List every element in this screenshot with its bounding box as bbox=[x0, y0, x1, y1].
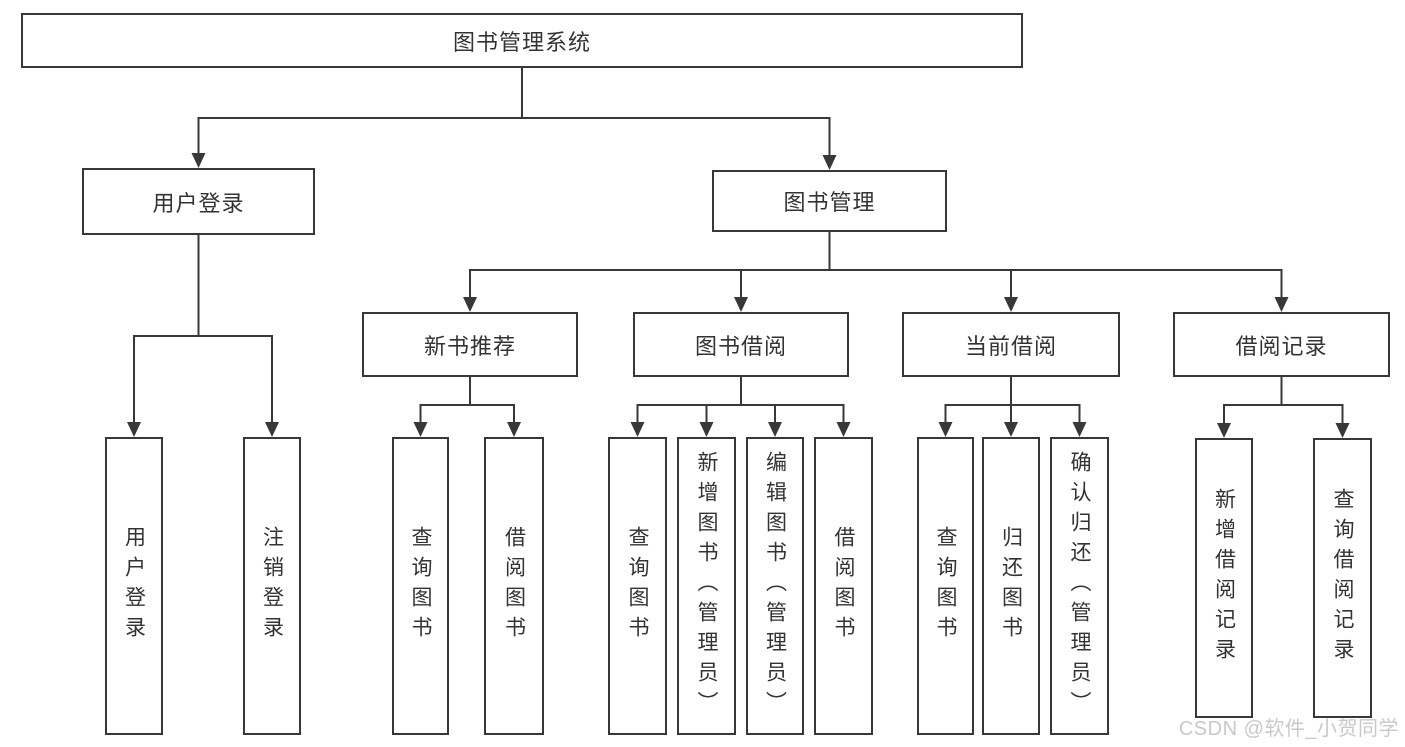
node-label: 新增借阅记录 bbox=[1212, 488, 1236, 668]
node-leaf-add-book: 新增图书（管理员） bbox=[677, 437, 736, 735]
node-book-borrow: 图书借阅 bbox=[633, 312, 849, 377]
node-label: 图书借阅 bbox=[694, 333, 787, 359]
node-leaf-borrow2: 借阅图书 bbox=[814, 437, 873, 735]
watermark: CSDN @软件_小贺同学 bbox=[1178, 718, 1399, 740]
node-root: 图书管理系统 bbox=[21, 13, 1023, 68]
node-label: 图书管理系统 bbox=[452, 29, 591, 55]
node-label: 查询图书 bbox=[409, 526, 432, 646]
node-leaf-return: 归还图书 bbox=[982, 437, 1040, 735]
node-leaf-borrow1: 借阅图书 bbox=[484, 437, 544, 735]
node-leaf-logout: 注销登录 bbox=[243, 437, 301, 735]
node-leaf-login: 用户登录 bbox=[105, 437, 163, 735]
node-label: 查询图书 bbox=[626, 526, 649, 646]
node-label: 查询借阅记录 bbox=[1331, 488, 1354, 668]
node-label: 注销登录 bbox=[260, 526, 284, 646]
node-current-borrow: 当前借阅 bbox=[902, 312, 1120, 377]
node-user-login: 用户登录 bbox=[82, 168, 315, 235]
node-label: 新书推荐 bbox=[423, 333, 516, 359]
node-label: 当前借阅 bbox=[964, 333, 1057, 359]
node-leaf-query1: 查询图书 bbox=[392, 437, 449, 735]
node-leaf-confirm: 确认归还（管理员） bbox=[1050, 437, 1109, 735]
node-label: 图书管理 bbox=[783, 190, 876, 215]
node-leaf-query-rec: 查询借阅记录 bbox=[1313, 438, 1372, 718]
node-label: 用户登录 bbox=[122, 526, 146, 646]
node-borrow-records: 借阅记录 bbox=[1173, 312, 1390, 377]
node-leaf-add-rec: 新增借阅记录 bbox=[1195, 438, 1253, 718]
node-label: 编辑图书（管理员） bbox=[763, 451, 787, 721]
node-new-book-rec: 新书推荐 bbox=[362, 312, 578, 377]
node-label: 查询图书 bbox=[934, 526, 957, 646]
node-label: 新增图书（管理员） bbox=[695, 451, 718, 721]
node-label: 确认归还（管理员） bbox=[1068, 451, 1091, 721]
node-leaf-edit-book: 编辑图书（管理员） bbox=[746, 437, 804, 735]
node-book-mgmt: 图书管理 bbox=[712, 170, 947, 232]
node-label: 借阅图书 bbox=[502, 526, 526, 646]
node-leaf-query3: 查询图书 bbox=[917, 437, 974, 735]
node-label: 借阅图书 bbox=[832, 526, 855, 646]
node-label: 用户登录 bbox=[152, 190, 245, 216]
node-leaf-query2: 查询图书 bbox=[608, 437, 667, 735]
node-label: 归还图书 bbox=[999, 526, 1023, 646]
node-label: 借阅记录 bbox=[1235, 333, 1328, 359]
